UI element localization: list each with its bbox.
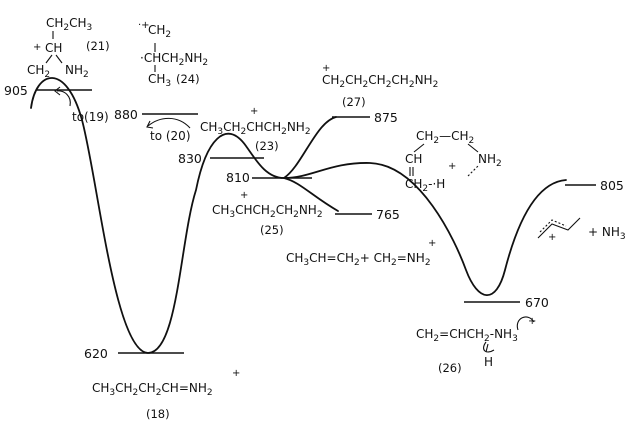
products-propene-iminium: + CH3CH=CH2+ CH2=NH2: [286, 238, 436, 268]
svg-text:H: H: [484, 355, 493, 369]
energy-label-670: 670: [525, 295, 549, 310]
species-27-label: (27): [342, 95, 366, 109]
species-26-label: (26): [438, 361, 462, 375]
svg-text:CH2CH3: CH2CH3: [46, 16, 92, 33]
svg-text:+: +: [232, 368, 240, 379]
species-18-label: (18): [146, 407, 170, 421]
species-18: + CH3CH2CH2CH=NH2 (18): [92, 368, 240, 421]
svg-text:CH2—CH2: CH2—CH2: [416, 129, 474, 146]
electron-arrow-icon: [516, 316, 535, 331]
species-24-label: (24): [176, 72, 200, 86]
species-25: + CH3CHCH2CH2NH2 (25): [212, 190, 323, 237]
species-25-label: (25): [260, 223, 284, 237]
energy-label-765: 765: [376, 207, 400, 222]
svg-text:CH: CH: [405, 152, 422, 166]
species-23: + CH3CH2CHCH2NH2 (23): [200, 106, 311, 153]
arrow-to-20-head: [146, 120, 154, 129]
species-27: + CH2CH2CH2CH2NH2 (27): [322, 63, 438, 109]
species-21-label: (21): [86, 39, 110, 53]
svg-text:CH3: CH3: [148, 72, 171, 89]
svg-text:CH3CH2CHCH2NH2: CH3CH2CHCH2NH2: [200, 120, 311, 137]
svg-text:·+: ·+: [138, 20, 150, 31]
species-24: ·+ CH2 ·CHCH2NH2 CH3 (24): [138, 20, 208, 89]
energy-label-810: 810: [226, 170, 250, 185]
products-allyl-ammonia: + + NH3: [537, 217, 626, 243]
svg-text:CH2CH2CH2CH2NH2: CH2CH2CH2CH2NH2: [322, 73, 438, 90]
species-23-label: (23): [255, 139, 279, 153]
energy-label-620: 620: [84, 346, 108, 361]
svg-text:CH2=CHCH2-NH3: CH2=CHCH2-NH3: [416, 327, 518, 344]
svg-text:+: +: [428, 238, 436, 249]
cyclic-transition-structure: CH2—CH2 CH NH2 + CH2-·H: [405, 129, 502, 194]
svg-text:+: +: [448, 161, 456, 172]
svg-text:+: +: [33, 42, 41, 53]
allyl-cation-icon: [537, 217, 581, 239]
arrow-label-to-19: to(19): [72, 110, 109, 124]
svg-text:+: +: [250, 106, 258, 117]
svg-text:CH2-·H: CH2-·H: [405, 177, 445, 194]
svg-text:+: +: [322, 63, 330, 74]
arrow-to-19-head: [54, 86, 61, 96]
branch-curve-875: [283, 116, 337, 179]
svg-text:+: +: [240, 190, 248, 201]
svg-text:CH2: CH2: [27, 63, 50, 80]
energy-label-905: 905: [4, 83, 28, 98]
species-26: + CH2=CHCH2-NH3 H (26): [416, 316, 536, 375]
svg-text:CH2: CH2: [148, 23, 171, 40]
arrow-to-20: [147, 117, 191, 129]
svg-text:+: +: [548, 232, 556, 243]
svg-text:NH2: NH2: [65, 63, 89, 80]
energy-label-830: 830: [178, 151, 202, 166]
arrow-to-19: [56, 90, 71, 107]
svg-text:CH3CHCH2CH2NH2: CH3CHCH2CH2NH2: [212, 203, 323, 220]
arrow-label-to-20: to (20): [150, 129, 191, 143]
svg-text:CH3CH2CH2CH=NH2: CH3CH2CH2CH=NH2: [92, 381, 213, 398]
svg-text:·CHCH2NH2: ·CHCH2NH2: [140, 51, 208, 68]
energy-label-875: 875: [374, 110, 398, 125]
reaction-curve-main: [30, 77, 567, 354]
species-21: CH2CH3 + CH CH2 NH2 (21): [27, 16, 110, 80]
branch-curve-765: [283, 177, 339, 212]
svg-text:NH2: NH2: [478, 152, 502, 169]
svg-text:+ NH3: + NH3: [588, 225, 626, 242]
svg-text:+: +: [528, 316, 536, 327]
energy-label-880: 880: [114, 107, 138, 122]
svg-text:CH: CH: [45, 41, 62, 55]
energy-label-805: 805: [600, 178, 624, 193]
svg-text:CH3CH=CH2+ CH2=NH2: CH3CH=CH2+ CH2=NH2: [286, 251, 431, 268]
